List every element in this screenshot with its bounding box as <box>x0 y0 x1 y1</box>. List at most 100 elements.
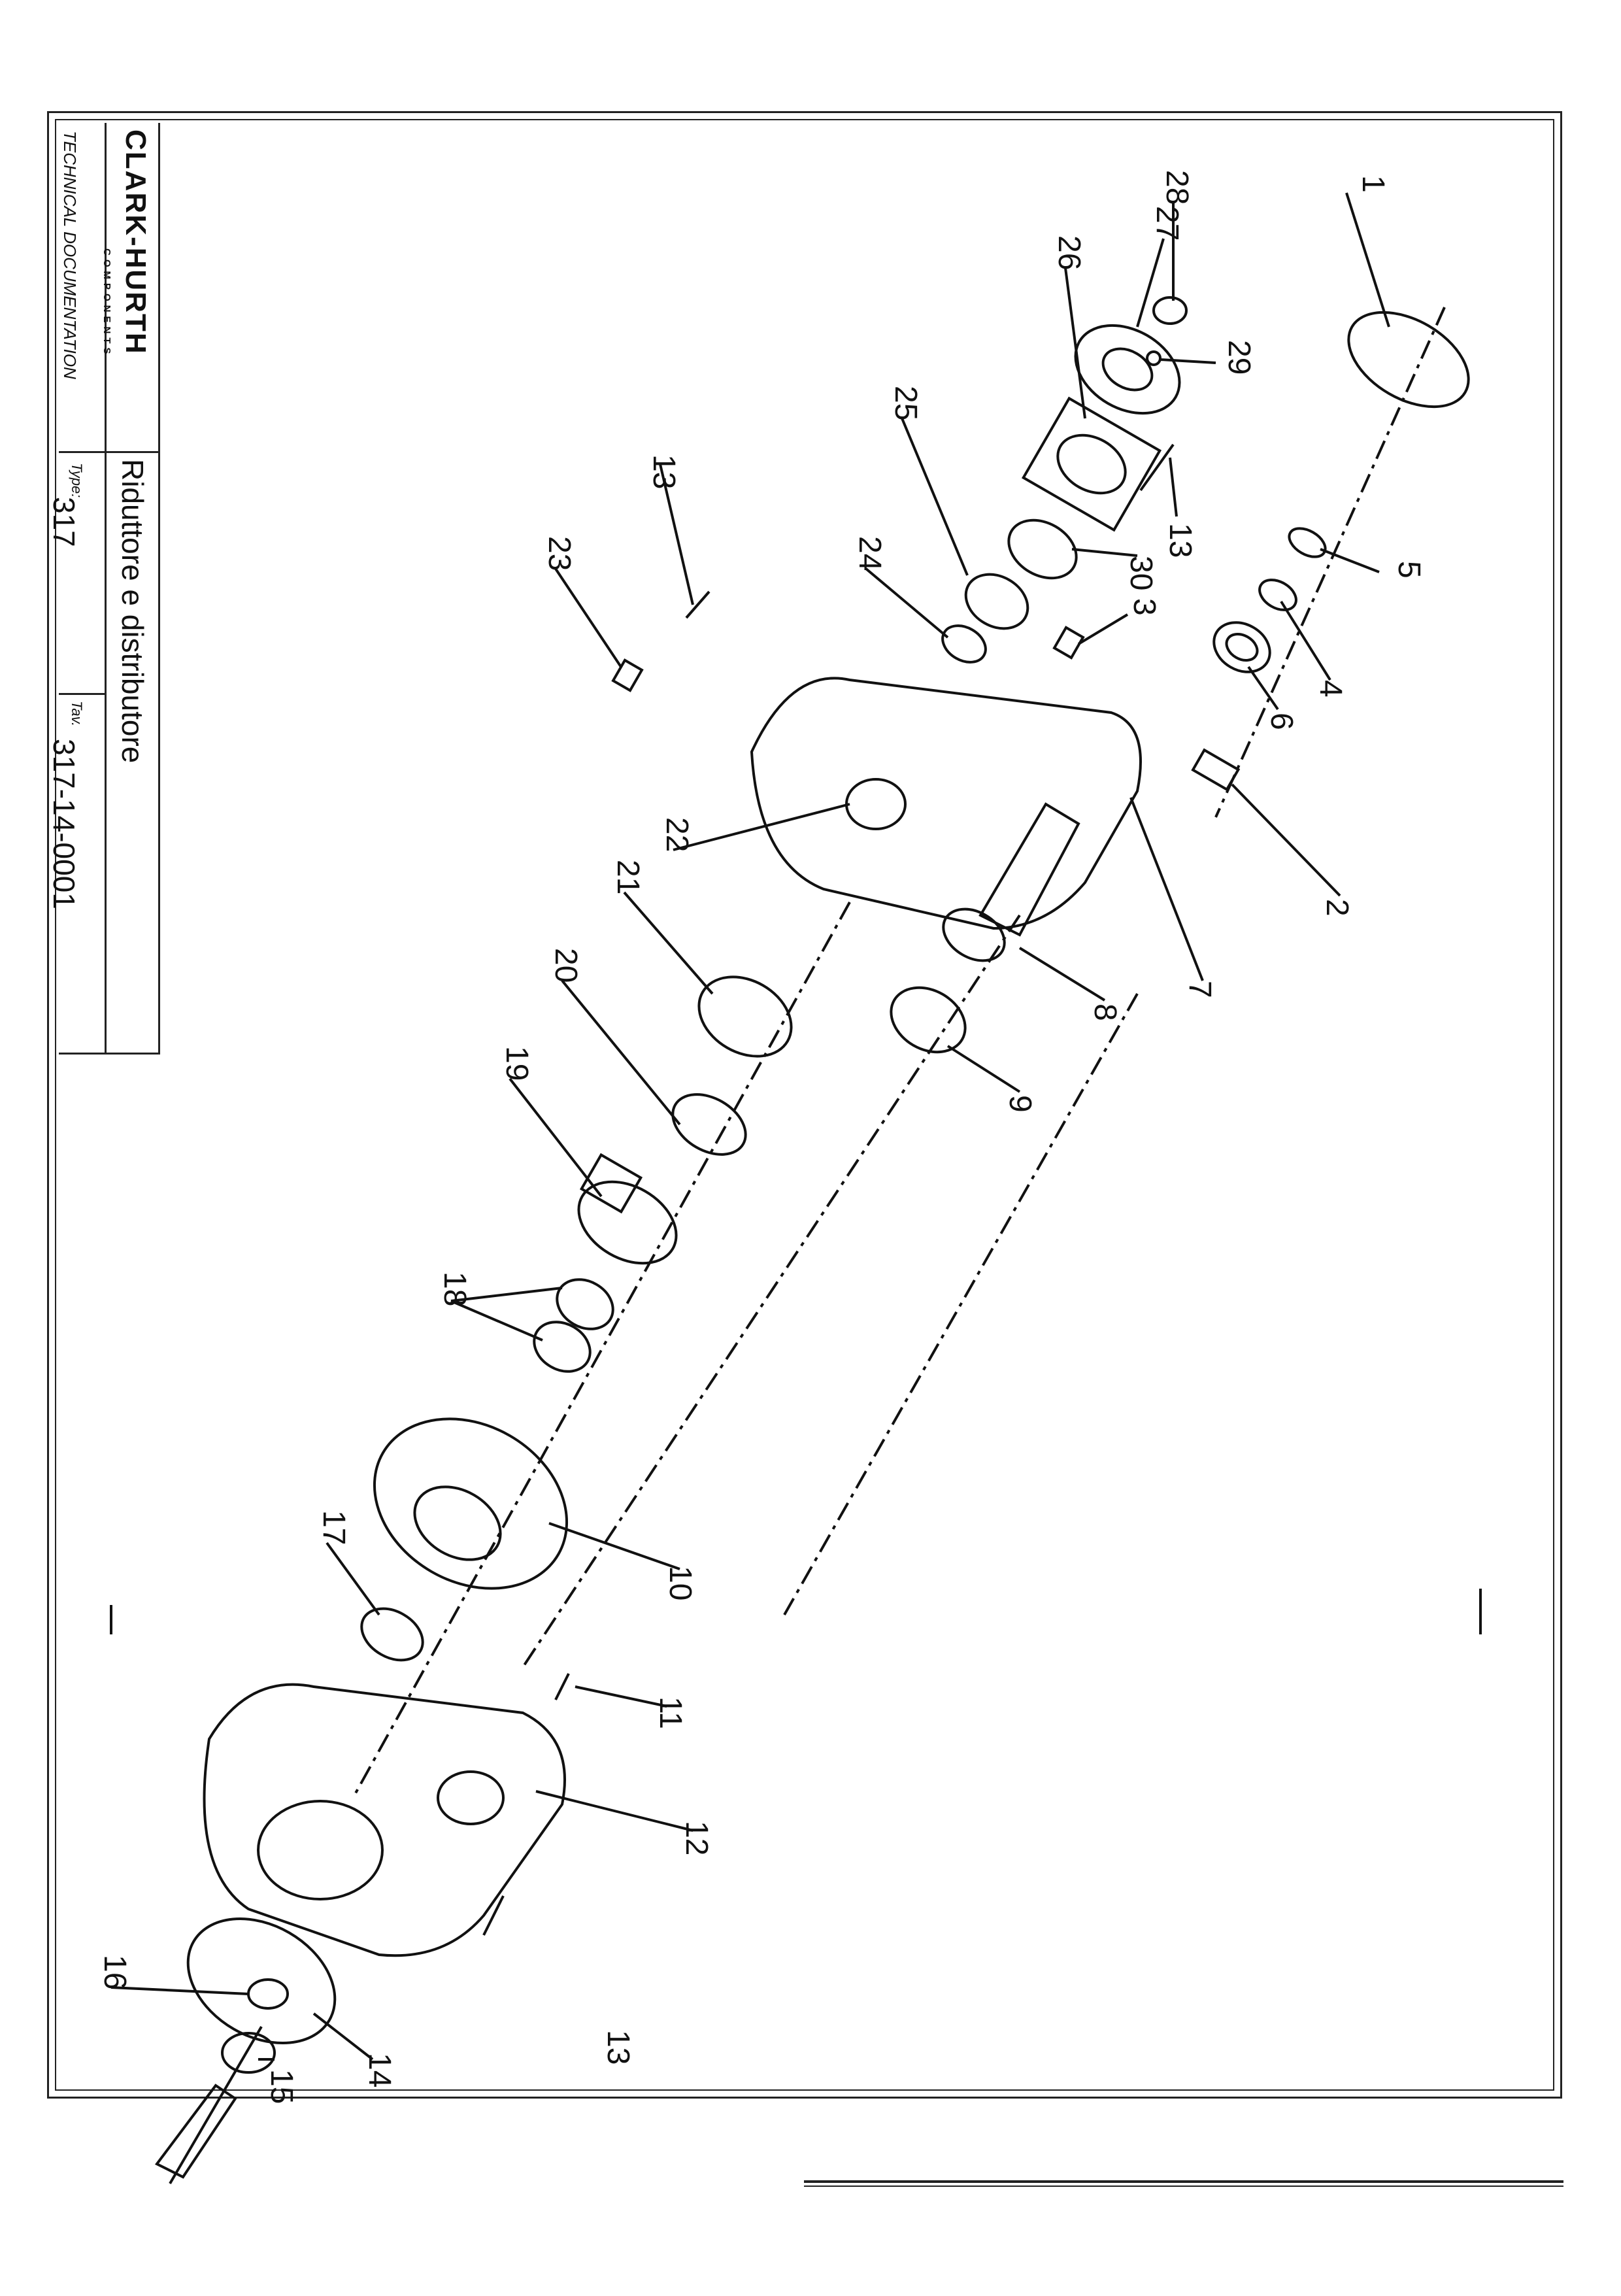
bolt <box>482 1895 505 1936</box>
housing-upper <box>750 677 1142 930</box>
bearing <box>533 1321 592 1373</box>
dowel-pin <box>554 1673 570 1700</box>
bearing <box>556 1278 614 1330</box>
flange <box>1074 324 1181 415</box>
leader-line <box>1160 358 1216 364</box>
leader-line <box>946 1045 1021 1093</box>
bolt <box>685 590 710 619</box>
title-block-divider <box>59 693 106 695</box>
axis-line <box>783 993 1139 1615</box>
leader-line <box>1345 192 1390 328</box>
axis-line <box>352 902 851 1798</box>
leader-line <box>659 464 694 605</box>
housing-bore <box>845 778 907 830</box>
callout-6: 6 <box>1264 713 1299 730</box>
leader-line <box>312 2012 374 2061</box>
seal <box>247 1978 289 2010</box>
flange <box>186 1917 337 2044</box>
leader-line <box>509 1077 603 1198</box>
callout-3: 3 <box>1127 598 1161 616</box>
leader-line <box>1129 797 1204 981</box>
cover-bore <box>1056 433 1127 495</box>
callout-15: 15 <box>264 2069 299 2104</box>
callout-19: 19 <box>499 1046 534 1081</box>
leader-line <box>673 803 850 851</box>
callout-13-left: 13 <box>646 454 681 489</box>
gear-hub <box>579 1153 643 1214</box>
seal-ring <box>1288 527 1327 558</box>
callout-18: 18 <box>437 1272 472 1306</box>
callout-14: 14 <box>362 2053 397 2087</box>
leader-line <box>1064 267 1086 419</box>
bearing <box>1212 621 1271 673</box>
seal <box>1007 518 1078 580</box>
ring-gear <box>373 1417 569 1590</box>
callout-24: 24 <box>852 536 887 571</box>
drawing-border-inner <box>55 119 1554 2091</box>
gear <box>577 1180 678 1265</box>
leader-line <box>1247 666 1279 711</box>
leader-line <box>554 567 622 668</box>
plug <box>611 658 644 692</box>
leader-line <box>1169 457 1178 517</box>
callout-10: 10 <box>663 1566 697 1600</box>
bearing <box>964 573 1029 630</box>
leader-line <box>1231 783 1341 897</box>
callout-12: 12 <box>679 1821 714 1855</box>
leader-line <box>548 1522 680 1570</box>
leader-line <box>1071 548 1138 557</box>
bolt <box>1139 443 1175 492</box>
callout-2: 2 <box>1320 899 1354 917</box>
bottom-rule <box>804 2180 1563 2183</box>
callout-21: 21 <box>610 860 645 894</box>
callout-27: 27 <box>1150 206 1184 241</box>
housing-lower <box>203 1683 566 1957</box>
bearing <box>890 986 967 1054</box>
leader-line <box>326 1542 380 1616</box>
o-ring <box>1347 311 1470 409</box>
yoke <box>221 2032 276 2074</box>
washer <box>1146 350 1161 366</box>
housing-port <box>437 1770 505 1825</box>
leader-line <box>535 1790 694 1832</box>
ring-gear-hub <box>413 1485 502 1561</box>
callout-7: 7 <box>1182 981 1217 998</box>
bottom-rule <box>804 2186 1563 2187</box>
flange-bore <box>1101 347 1154 392</box>
breather <box>1052 626 1085 660</box>
shaft <box>978 802 1080 937</box>
callout-22: 22 <box>660 817 694 852</box>
plug <box>1191 748 1241 792</box>
callout-29: 29 <box>1222 340 1256 375</box>
callout-25: 25 <box>888 386 923 420</box>
callout-9: 9 <box>1003 1095 1037 1113</box>
leader-line <box>110 1986 249 1995</box>
callout-13-bottom: 13 <box>601 2030 635 2065</box>
axis-line <box>522 914 1021 1668</box>
callout-1: 1 <box>1356 175 1390 193</box>
bearing-bore <box>1225 633 1259 662</box>
leader-line <box>1136 238 1165 328</box>
axis-line <box>1214 307 1446 818</box>
bearing <box>360 1607 424 1662</box>
axis-line <box>169 2025 263 2185</box>
callout-11: 11 <box>653 1697 688 1729</box>
callout-4: 4 <box>1313 680 1348 698</box>
output-shaft <box>154 2084 237 2179</box>
drawing-border-outer <box>47 111 1562 2099</box>
title-block-divider <box>105 123 107 1055</box>
callout-8: 8 <box>1088 1004 1122 1021</box>
ring <box>671 1093 747 1156</box>
title-block <box>59 123 160 1055</box>
leader-line <box>901 418 969 576</box>
leader-line <box>575 1685 667 1708</box>
callout-20: 20 <box>548 948 583 983</box>
nut <box>1152 296 1188 325</box>
callout-17: 17 <box>316 1510 351 1545</box>
leader-line <box>1077 613 1129 645</box>
leader-line <box>561 979 681 1126</box>
shim <box>941 624 987 664</box>
leader-line <box>623 891 714 995</box>
housing-bore <box>257 1800 384 1900</box>
leader-line <box>1280 600 1331 681</box>
